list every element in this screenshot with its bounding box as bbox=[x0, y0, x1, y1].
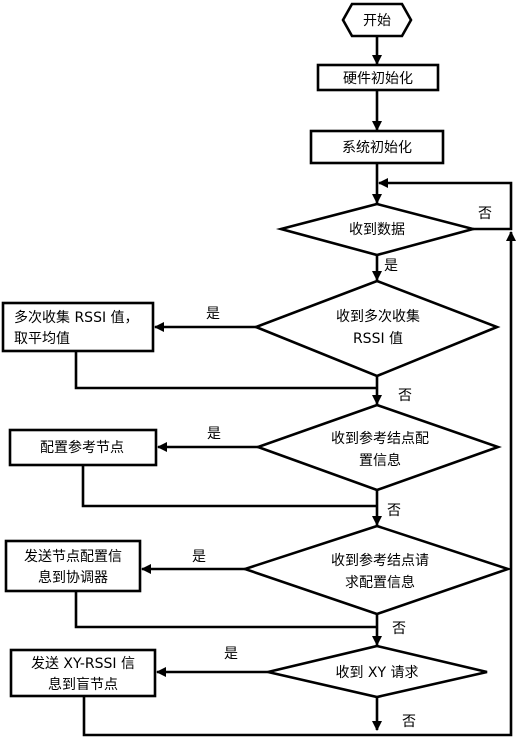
node-p5-label-1: 发送 XY-RSSI 信 bbox=[31, 656, 135, 672]
edge-label-d1-yes: 是 bbox=[384, 258, 398, 274]
node-d2: 收到多次收集 RSSI 值 bbox=[252, 279, 501, 378]
node-d4: 收到参考结点请 求配置信息 bbox=[240, 524, 513, 616]
node-p2-label-2: 取平均值 bbox=[14, 331, 70, 347]
node-start: 开始 bbox=[341, 2, 413, 38]
node-p3-label: 配置参考节点 bbox=[40, 439, 124, 456]
node-d1: 收到数据 bbox=[275, 202, 479, 257]
edge-p3-return bbox=[81, 465, 377, 508]
edge-label-d2-yes: 是 bbox=[206, 306, 220, 322]
node-d4-label-1: 收到参考结点请 bbox=[331, 552, 429, 569]
node-d1-label: 收到数据 bbox=[349, 222, 405, 238]
edge-label-d1-no: 否 bbox=[478, 206, 492, 222]
edge-label-d4-no: 否 bbox=[392, 621, 406, 637]
node-d5: 收到 XY 请求 bbox=[267, 644, 488, 699]
edge-label-d3-no: 否 bbox=[387, 503, 401, 519]
node-p2-label-1: 多次收集 RSSI 值， bbox=[14, 309, 139, 326]
edge-p4-return bbox=[74, 591, 377, 629]
node-d3: 收到参考结点配 置信息 bbox=[254, 403, 502, 492]
node-p3: 配置参考节点 bbox=[8, 428, 158, 467]
node-sys-init-label: 系统初始化 bbox=[342, 139, 412, 156]
node-sys-init: 系统初始化 bbox=[309, 129, 445, 165]
node-hw-init-label: 硬件初始化 bbox=[343, 70, 413, 87]
node-d5-label: 收到 XY 请求 bbox=[335, 665, 418, 681]
node-d2-label-1: 收到多次收集 bbox=[336, 308, 420, 325]
edge-bottom-loop bbox=[377, 231, 516, 737]
node-p5: 发送 XY-RSSI 信 息到盲节点 bbox=[9, 648, 157, 698]
edge-p2-return bbox=[74, 351, 377, 390]
node-hw-init: 硬件初始化 bbox=[316, 63, 440, 92]
node-p2: 多次收集 RSSI 值， 取平均值 bbox=[1, 301, 155, 353]
edge-label-d4-yes: 是 bbox=[192, 549, 206, 565]
edge-d1-no-loop bbox=[378, 178, 513, 231]
edge-label-d3-yes: 是 bbox=[207, 426, 221, 442]
node-p4-label-2: 息到协调器 bbox=[38, 569, 108, 586]
node-p4: 发送节点配置信 息到协调器 bbox=[4, 539, 142, 593]
edge-label-d5-yes: 是 bbox=[224, 646, 238, 662]
edge-p5-return bbox=[82, 696, 377, 737]
node-start-label: 开始 bbox=[363, 13, 391, 29]
node-p4-label-1: 发送节点配置信 bbox=[24, 549, 122, 565]
node-d2-label-2: RSSI 值 bbox=[353, 331, 403, 347]
node-d3-label-1: 收到参考结点配 bbox=[331, 430, 429, 447]
edges bbox=[74, 37, 516, 737]
node-d3-label-2: 置信息 bbox=[359, 452, 401, 469]
edge-label-d2-no: 否 bbox=[398, 388, 412, 404]
node-d4-label-2: 求配置信息 bbox=[345, 574, 415, 591]
edge-label-d5-no: 否 bbox=[402, 714, 416, 730]
node-p5-label-2: 息到盲节点 bbox=[48, 676, 118, 693]
edge-labels: 否 是 是 否 是 否 是 否 是 否 bbox=[192, 206, 492, 730]
